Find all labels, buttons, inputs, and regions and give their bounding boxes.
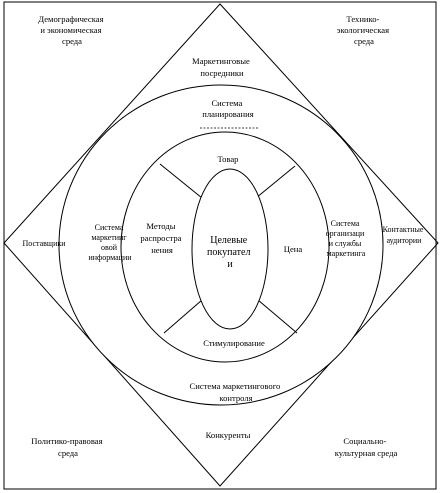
divider-top-left — [159, 163, 203, 199]
outer-ring-left-label: Система маркетинг овой информации — [88, 223, 132, 262]
outer-ring-right-label: Система организаци и службы маркетинга — [326, 219, 367, 258]
corner-top-right: Технико- экологическая среда — [337, 14, 391, 46]
divider-top-right — [255, 165, 296, 199]
corner-bottom-left: Политико-правовая среда — [31, 436, 104, 458]
divider-bottom-left — [163, 299, 203, 334]
center-label: Целевые покупател и — [207, 235, 253, 270]
inner-ring-bottom-label: Стимулирование — [203, 338, 265, 348]
outer-ring-top-label: Система планирования — [202, 98, 253, 119]
diamond-top-label: Маркетинговые посредники — [192, 56, 252, 78]
corner-top-left: Демографическая и экономическая среда — [38, 14, 105, 46]
environment-diamond — [3, 3, 439, 487]
outer-ring-bottom-label: Система маркетингового контроля — [190, 381, 283, 403]
diamond-bottom-label: Конкуренты — [206, 430, 251, 440]
diamond-right-label: Контактные аудитории — [383, 225, 426, 245]
divider-bottom-right — [257, 299, 298, 334]
center-ellipse — [191, 168, 269, 330]
corner-bottom-right: Социально- культурная среда — [335, 436, 398, 458]
diamond-left-label: Поставщики — [22, 239, 66, 248]
inner-ring-left-label: Методы распростра нения — [140, 221, 183, 255]
inner-ring-right-label: Цена — [284, 244, 303, 254]
inner-ring-top-label: Товар — [218, 154, 239, 164]
